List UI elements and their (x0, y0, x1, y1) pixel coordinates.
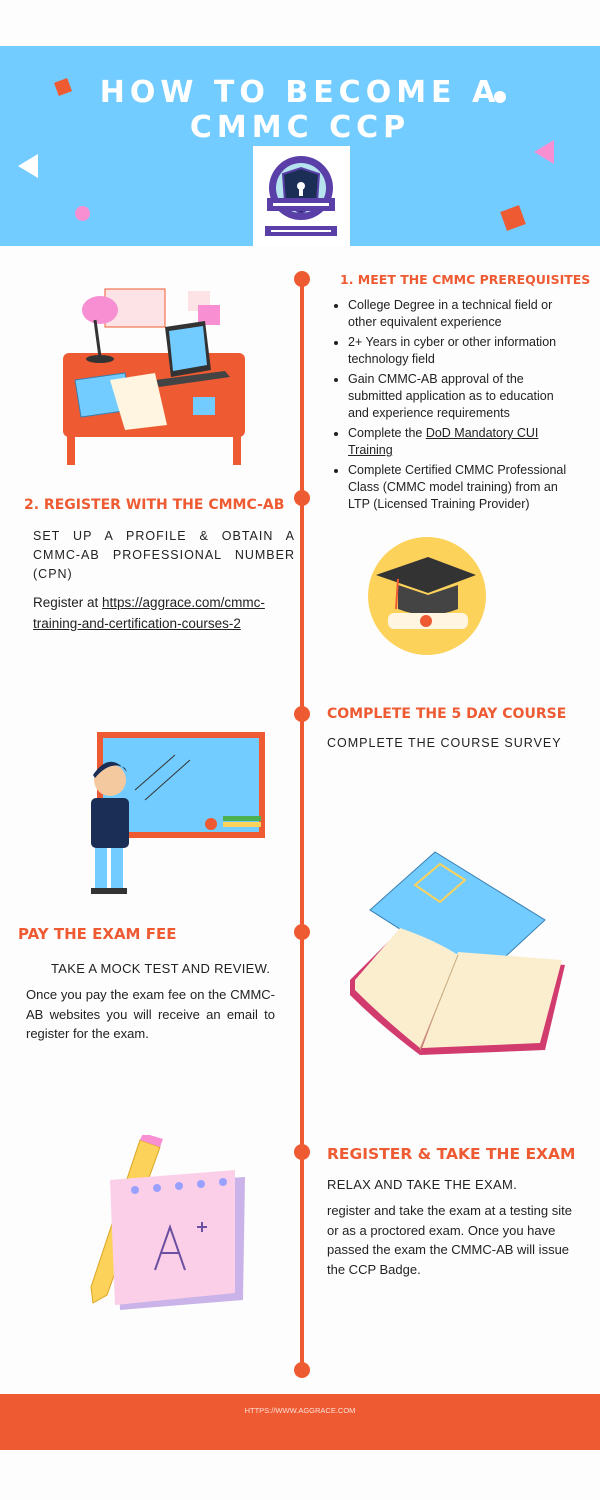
step4-subheading: TAKE A MOCK TEST AND REVIEW. (51, 961, 271, 976)
step4-heading: PAY THE EXAM FEE (18, 925, 177, 943)
timeline-dot (294, 490, 310, 506)
shield-badge-icon (265, 156, 337, 236)
step1-heading: 1. MEET THE CMMC PREREQUISITES (340, 272, 591, 287)
register-prefix: Register at (33, 595, 103, 610)
step5-body: register and take the exam at a testing … (327, 1203, 572, 1277)
page-title-line1: HOW TO BECOME A (99, 75, 501, 110)
prerequisite-item: College Degree in a technical field or o… (348, 297, 572, 331)
decor-triangle (18, 154, 38, 178)
prerequisite-item: Gain CMMC-AB approval of the submitted a… (348, 371, 572, 422)
page-title-line2: CMMC CCP (189, 110, 411, 145)
step1-prerequisites-list: College Degree in a technical field or o… (332, 297, 572, 516)
registration-link[interactable]: https://aggrace.com/cmmc-training-and-ce… (33, 595, 265, 631)
step2-heading: 2. REGISTER WITH THE CMMC-AB (24, 497, 285, 513)
timeline-dot (294, 706, 310, 722)
footer-band (0, 1394, 600, 1450)
step2-body: Register at https://aggrace.com/cmmc-tra… (33, 592, 298, 634)
teacher-at-board-illustration (91, 732, 265, 894)
decor-triangle (534, 140, 554, 164)
step2-subheading: SET UP A PROFILE & OBTAIN A CMMC-AB PROF… (33, 529, 295, 581)
decor-circle (494, 91, 506, 103)
step3-subheading: COMPLETE THE COURSE SURVEY (327, 736, 562, 750)
timeline-line (300, 279, 304, 1371)
timeline-dot (294, 271, 310, 287)
footer-url[interactable]: HTTPS://WWW.AGGRACE.COM (244, 1406, 356, 1415)
step4-body: Once you pay the exam fee on the CMMC-AB… (26, 987, 275, 1041)
desk-with-laptop-illustration (63, 288, 245, 465)
prerequisite-item: Complete the DoD Mandatory CUI Training (348, 425, 572, 459)
cmmc-ab-logo (253, 146, 350, 246)
decor-circle (75, 206, 90, 221)
prerequisite-item: Complete Certified CMMC Professional Cla… (348, 462, 572, 513)
step5-subheading: RELAX AND TAKE THE EXAM. (327, 1177, 517, 1192)
cui-training-link[interactable]: DoD Mandatory CUI Training (348, 426, 539, 457)
prerequisite-text: Complete the (348, 426, 426, 440)
timeline-dot (294, 1362, 310, 1378)
pencil-and-a-plus-notepad-illustration (90, 1135, 245, 1310)
timeline-dot (294, 924, 310, 940)
graduation-cap-illustration (368, 537, 486, 655)
timeline-dot (294, 1144, 310, 1160)
step3-heading: COMPLETE THE 5 DAY COURSE (327, 706, 567, 722)
open-books-illustration (350, 851, 565, 1055)
prerequisite-item: 2+ Years in cyber or other information t… (348, 334, 572, 368)
step5-heading: REGISTER & TAKE THE EXAM (327, 1145, 576, 1163)
